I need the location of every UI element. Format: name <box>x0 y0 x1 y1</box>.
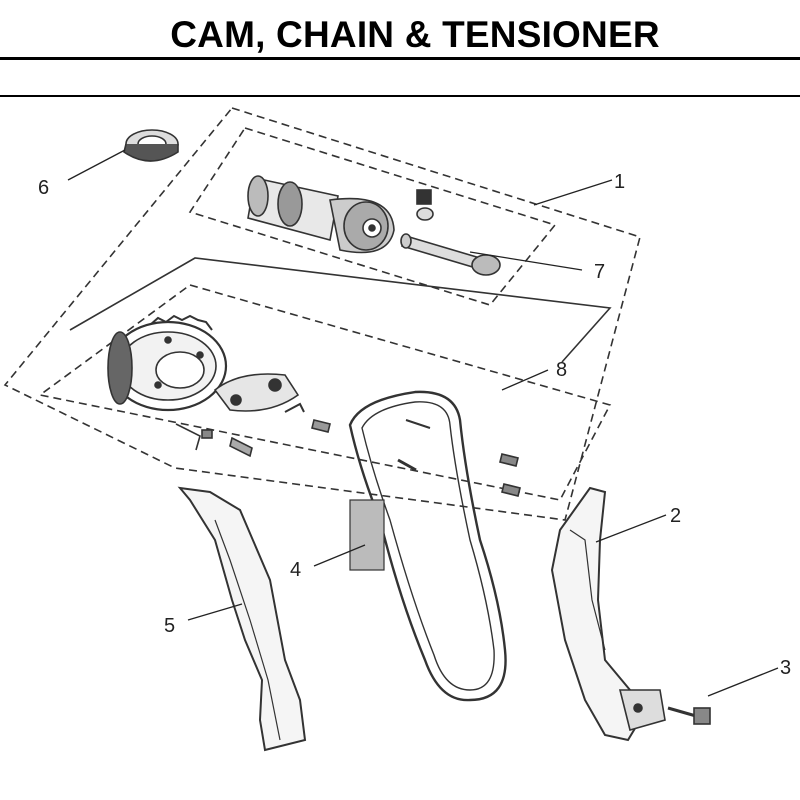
callout-6: 6 <box>38 177 49 199</box>
page-title: CAM, CHAIN & TENSIONER <box>170 14 660 55</box>
bearing-part-6 <box>123 129 179 162</box>
callout-1: 1 <box>614 171 625 193</box>
bolt-part-3 <box>618 689 711 731</box>
decompression-part-7 <box>400 233 501 276</box>
decompressor-plate <box>213 373 305 413</box>
assembly-8-upper-edge <box>69 257 612 363</box>
callout-5: 5 <box>164 615 175 637</box>
callout-7: 7 <box>594 261 605 283</box>
callout-4: 4 <box>290 559 301 581</box>
tensioner-slipper-part-2 <box>550 486 642 742</box>
cam-spring <box>416 189 434 221</box>
chain-guide-part-5 <box>177 486 307 752</box>
callout-leaders <box>67 149 779 697</box>
callout-3: 3 <box>780 657 791 679</box>
assembly-1-outline <box>3 107 641 521</box>
callout-8: 8 <box>556 359 567 381</box>
callout-2: 2 <box>670 505 681 527</box>
title-rule-top <box>0 57 800 60</box>
title-rule-bottom <box>0 95 800 97</box>
cam-sprocket-part-8 <box>107 314 228 412</box>
cam-chain-part-4 <box>348 390 507 702</box>
assembly-8-outline <box>38 284 612 501</box>
small-screws <box>175 419 521 497</box>
camshaft-part-1 <box>247 175 395 254</box>
